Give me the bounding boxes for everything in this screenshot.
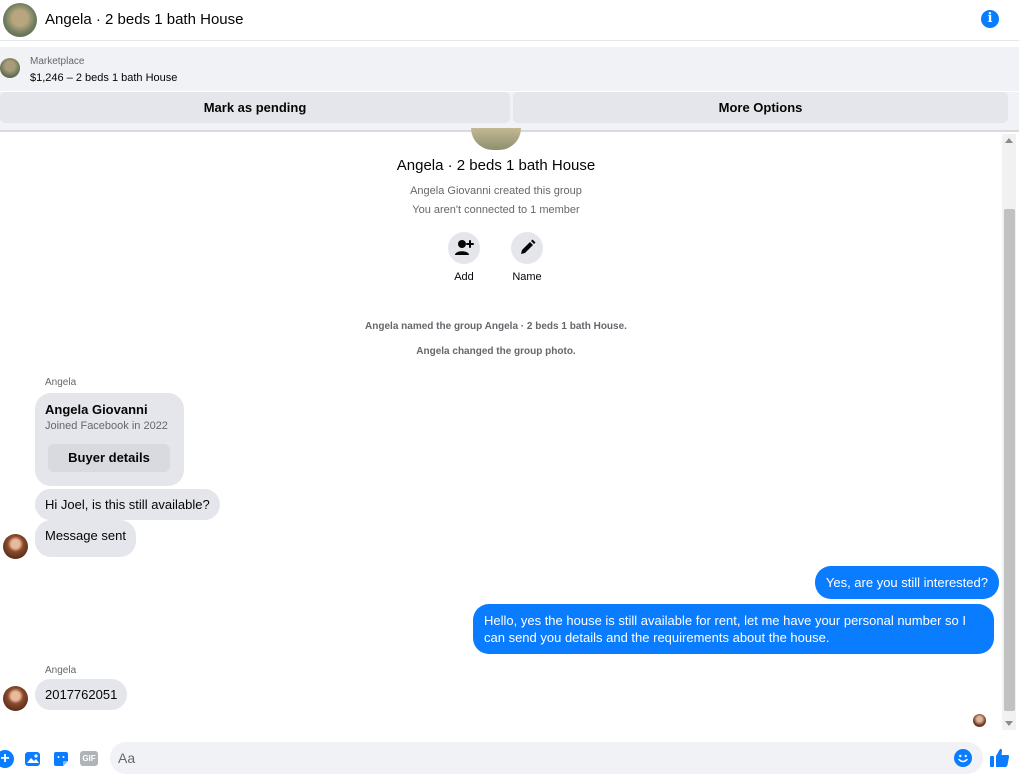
pencil-icon[interactable]: [511, 232, 543, 264]
add-person-icon[interactable]: [448, 232, 480, 264]
group-avatar[interactable]: [3, 3, 37, 37]
scrollbar-thumb[interactable]: [1004, 209, 1015, 711]
message-input-wrapper: [110, 742, 983, 774]
seen-avatar: [973, 714, 986, 727]
avatar[interactable]: [3, 686, 28, 711]
group-photo: [471, 128, 521, 150]
message-bubble[interactable]: Hi Joel, is this still available?: [35, 489, 220, 520]
message-input[interactable]: [118, 742, 938, 774]
marketplace-label: Marketplace: [30, 56, 85, 67]
buyer-joined: Joined Facebook in 2022: [45, 420, 168, 432]
listing-actions: Mark as pending More Options: [0, 92, 1019, 132]
message-bubble[interactable]: Message sent: [35, 520, 136, 557]
like-icon[interactable]: [989, 747, 1011, 769]
message-bubble[interactable]: 2017762051: [35, 679, 128, 710]
sticker-icon[interactable]: [52, 750, 70, 768]
name-label: Name: [512, 271, 542, 283]
info-icon[interactable]: i: [981, 10, 999, 28]
buyer-details-button[interactable]: Buyer details: [48, 444, 170, 472]
group-created-by: Angela Giovanni created this group: [410, 185, 582, 197]
image-icon[interactable]: [24, 750, 42, 768]
scroll-down-icon[interactable]: [1005, 721, 1013, 726]
group-title: Angela · 2 beds 1 bath House: [396, 157, 596, 174]
chat-header: Angela · 2 beds 1 bath House i: [0, 0, 1019, 41]
message-bubble-outgoing[interactable]: Yes, are you still interested?: [814, 566, 999, 599]
scroll-up-icon[interactable]: [1005, 138, 1013, 143]
add-label: Add: [454, 271, 474, 283]
mark-as-pending-button[interactable]: Mark as pending: [0, 92, 510, 123]
gif-icon[interactable]: GIF: [80, 751, 98, 766]
chat-title[interactable]: Angela · 2 beds 1 bath House: [45, 11, 244, 28]
group-connection-status: You aren't connected to 1 member: [412, 204, 580, 216]
listing-thumbnail: [0, 58, 20, 78]
emoji-icon[interactable]: [954, 749, 972, 767]
message-scrollbar[interactable]: [1002, 134, 1016, 730]
plus-icon[interactable]: +: [0, 750, 14, 768]
message-bubble-outgoing[interactable]: Hello, yes the house is still available …: [473, 604, 994, 654]
sender-name: Angela: [45, 665, 77, 676]
marketplace-banner[interactable]: Marketplace $1,246 – 2 beds 1 bath House: [0, 47, 1019, 91]
name-group-action[interactable]: Name: [497, 232, 557, 283]
system-message: Angela named the group Angela · 2 beds 1…: [365, 321, 627, 332]
avatar[interactable]: [3, 534, 28, 559]
system-message: Angela changed the group photo.: [416, 346, 576, 357]
buyer-profile-card: Angela Giovanni Joined Facebook in 2022 …: [35, 393, 184, 486]
sender-name: Angela: [45, 377, 77, 388]
add-member-action[interactable]: Add: [434, 232, 494, 283]
more-options-button[interactable]: More Options: [513, 92, 1008, 123]
message-composer: + GIF: [0, 738, 1019, 778]
listing-title: $1,246 – 2 beds 1 bath House: [30, 72, 178, 84]
buyer-name[interactable]: Angela Giovanni: [45, 402, 148, 417]
